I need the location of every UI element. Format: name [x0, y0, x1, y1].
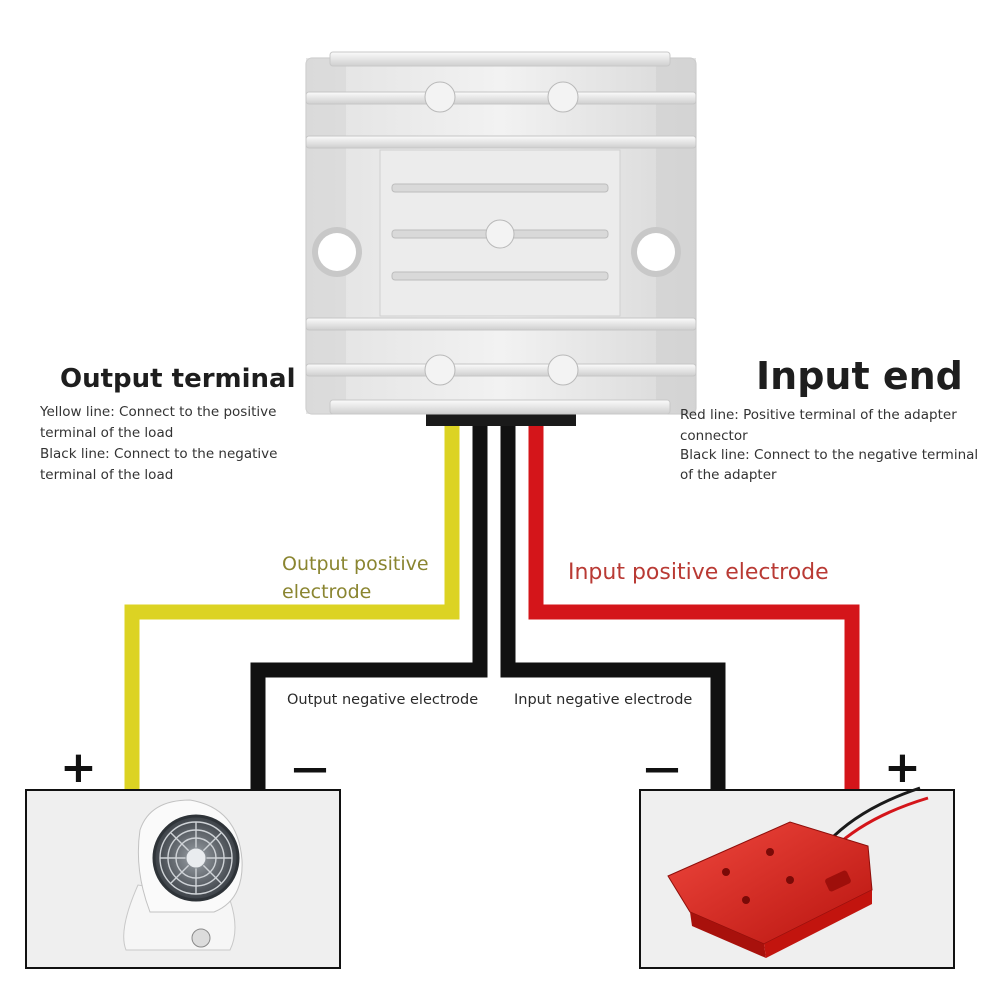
red-wire: [528, 420, 860, 790]
load-plus-sign: +: [60, 742, 97, 793]
black-wire-output: [250, 420, 488, 790]
output-note-4: terminal of the load: [40, 467, 174, 483]
input-note-1: Red line: Positive terminal of the adapt…: [680, 407, 957, 423]
output-note-3: Black line: Connect to the negative: [40, 446, 278, 462]
desk-fan-icon: [123, 799, 243, 951]
source-plus-sign: +: [884, 742, 921, 793]
output-note-1: Yellow line: Connect to the positive: [40, 404, 277, 420]
output-terminal-title: Output terminal: [60, 364, 296, 394]
yellow-wire: [124, 420, 460, 790]
input-note-3: Black line: Connect to the negative term…: [680, 447, 979, 463]
black-wire-input: [500, 420, 726, 790]
output-note-2: terminal of the load: [40, 425, 174, 441]
input-note-4: of the adapter: [680, 467, 777, 483]
input-note-2: connector: [680, 428, 748, 444]
output-negative-label: Output negative electrode: [287, 692, 479, 708]
input-positive-label: Input positive electrode: [568, 560, 829, 585]
output-positive-label-line-2: electrode: [282, 581, 372, 603]
output-positive-label-line-1: Output positive: [282, 553, 429, 575]
load-minus-sign: —: [292, 748, 328, 789]
dc-converter-module-icon: [305, 51, 697, 426]
input-negative-label: Input negative electrode: [514, 692, 693, 708]
wires: [124, 420, 860, 790]
input-end-title: Input end: [756, 354, 963, 398]
output-positive-label: Output positive electrode: [282, 550, 429, 606]
source-minus-sign: —: [644, 748, 680, 789]
battery-adapter-icon: [667, 786, 929, 958]
